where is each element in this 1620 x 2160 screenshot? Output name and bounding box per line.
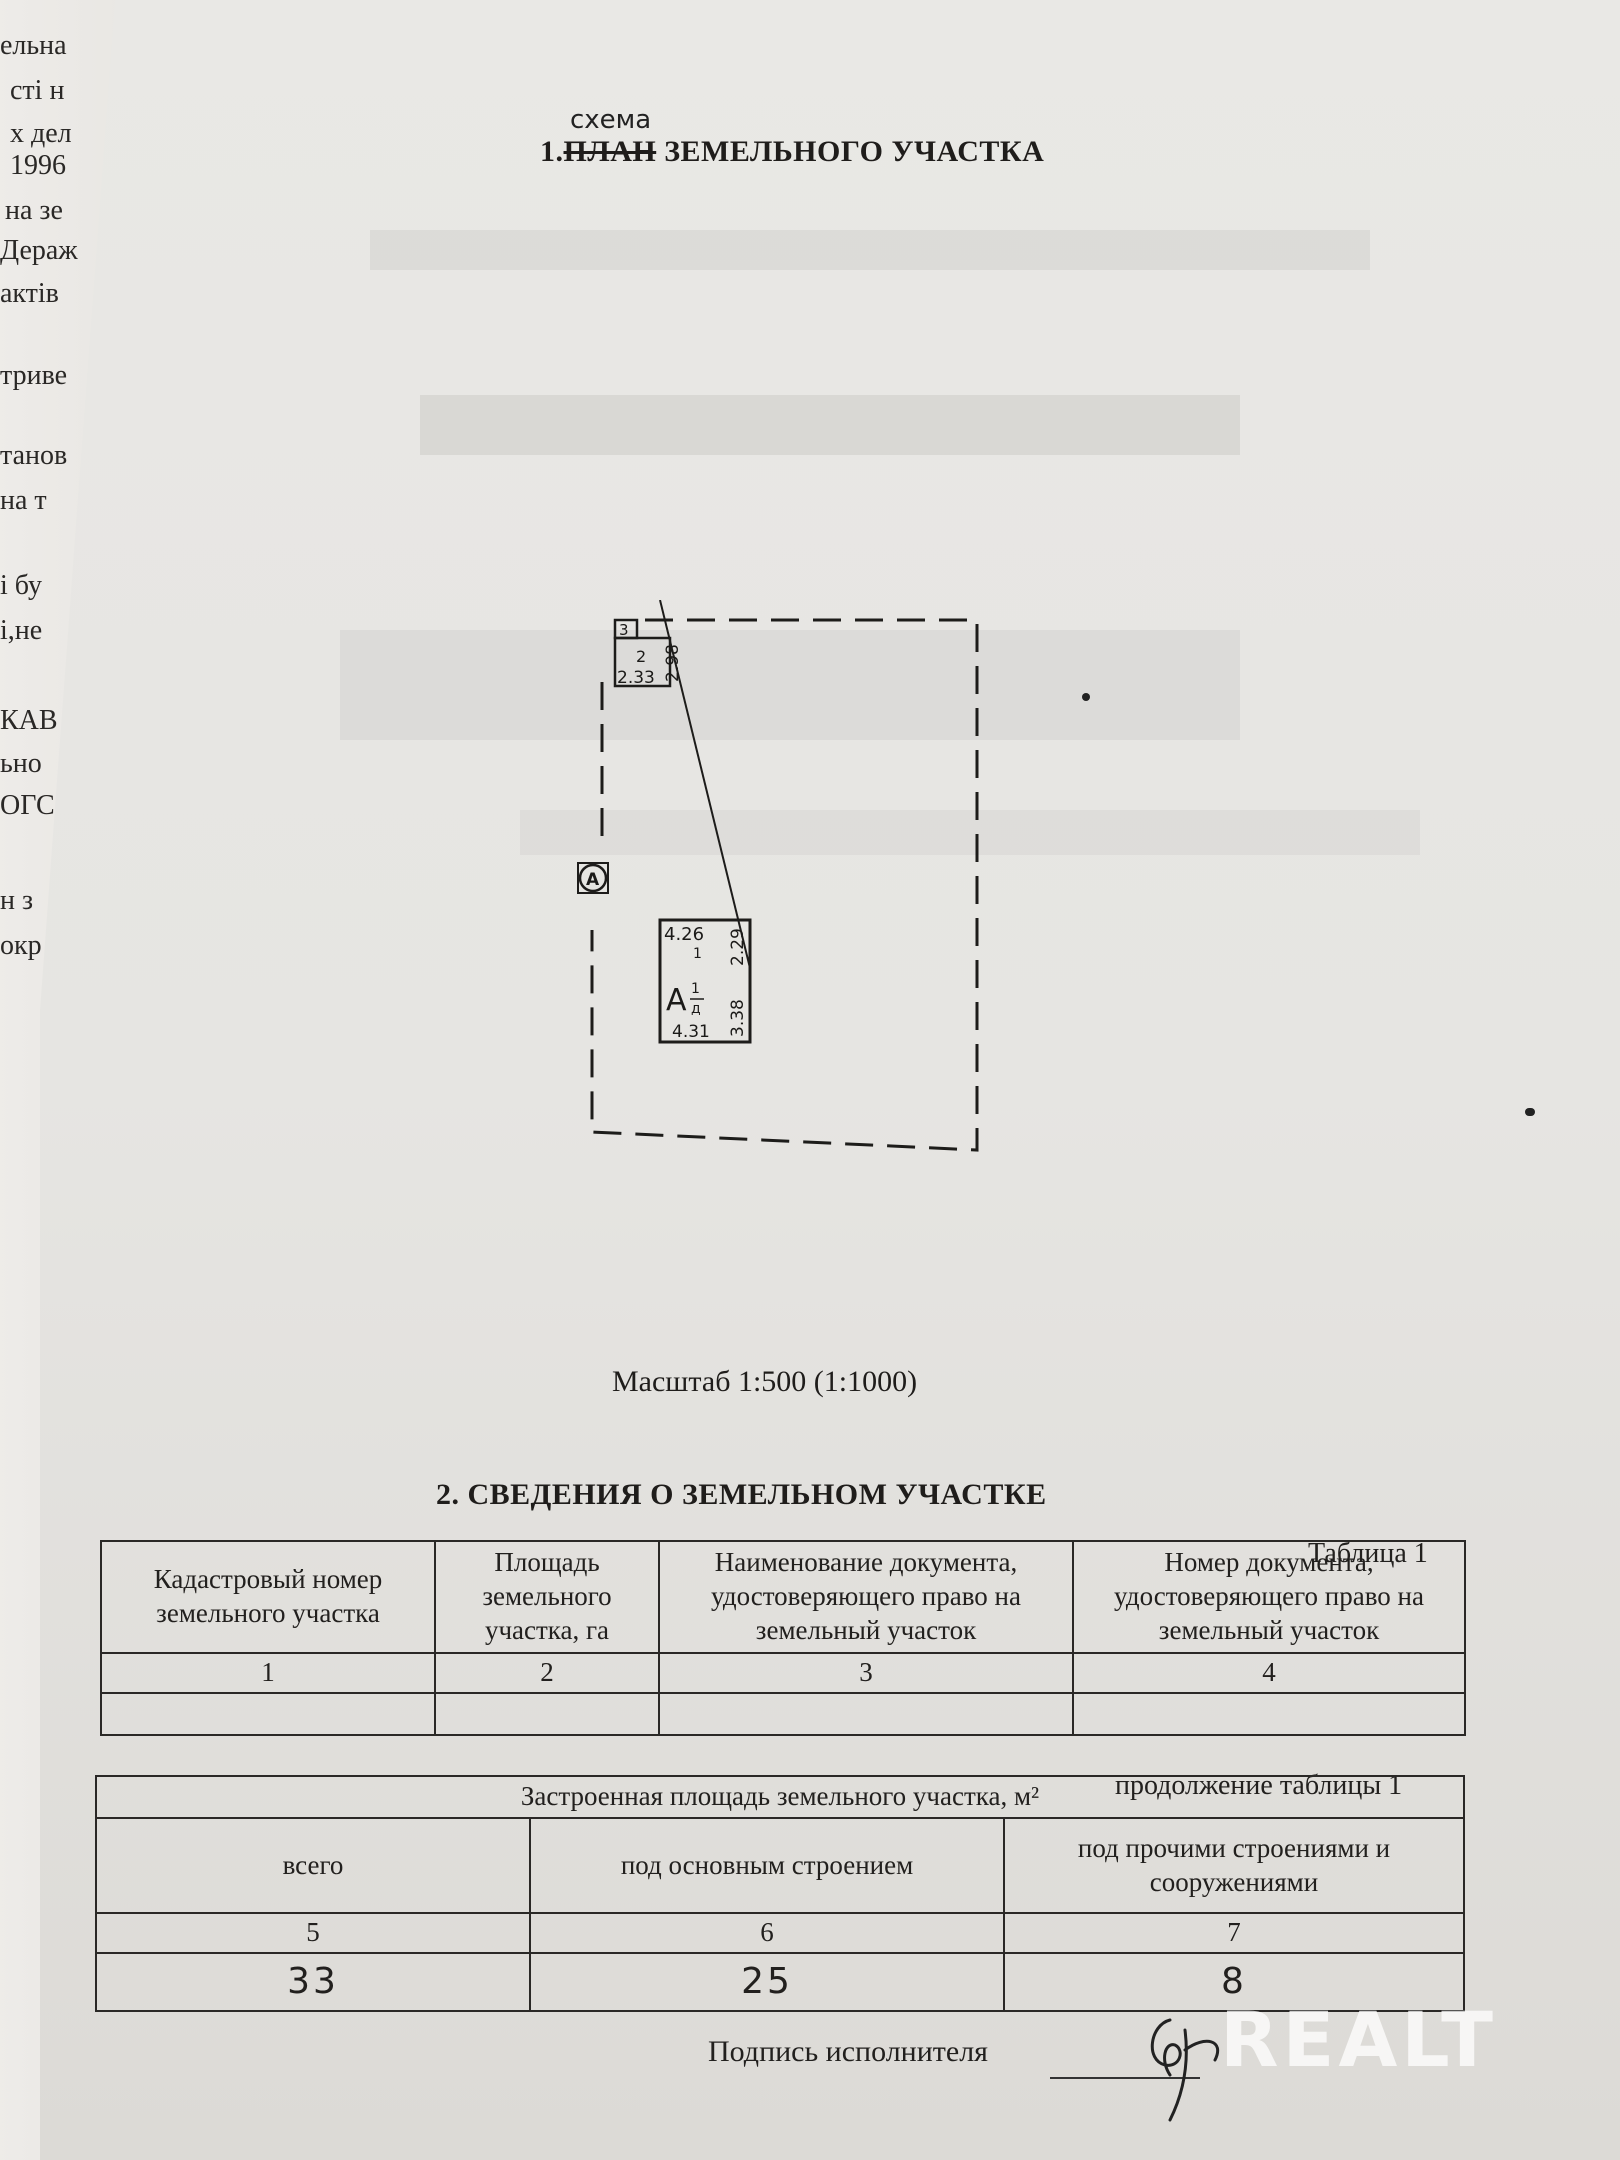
building-2 xyxy=(613,636,672,688)
main-building xyxy=(658,918,752,1044)
built-area-header: Застроенная площадь земельного участка, … xyxy=(95,1775,1465,1819)
realt-watermark: REALT xyxy=(1220,1995,1497,2084)
section2-title: 2. СВЕДЕНИЯ О ЗЕМЕЛЬНОМ УЧАСТКЕ xyxy=(436,1478,1047,1511)
marker-a-circle xyxy=(578,863,608,893)
built-area-header-text: Застроенная площадь земельного участка, … xyxy=(520,1781,1040,1812)
underlying-text-line: ельна xyxy=(0,30,67,61)
underlying-text-line: ьно xyxy=(0,748,42,779)
signature-label: Подпись исполнителя xyxy=(708,2035,988,2068)
column-header: под прочими строениями и сооружениями xyxy=(1003,1817,1465,1914)
main-building-right-dim-top: 2.29 xyxy=(728,928,748,966)
column-header: всего xyxy=(95,1817,531,1914)
underlying-text-line: сті н xyxy=(10,75,65,106)
show-through-band xyxy=(340,630,1240,740)
lot-boundary xyxy=(590,618,979,1152)
column-number: 1 xyxy=(100,1652,436,1694)
struck-word: ПЛАН xyxy=(563,135,657,168)
main-building-bottom-dim: 4.31 xyxy=(672,1022,710,1042)
handwritten-correction: схема xyxy=(570,105,652,135)
show-through-band xyxy=(520,810,1420,855)
underlying-text-line: і бу xyxy=(0,570,42,601)
point-mark xyxy=(1525,1108,1535,1116)
built-area-table: Застроенная площадь земельного участка, … xyxy=(95,1775,1465,2012)
underlying-text-line: н з xyxy=(0,885,34,916)
land-info-table: Кадастровый номер земельного участка Пло… xyxy=(100,1540,1466,1736)
main-building-label-sup: 1 xyxy=(691,981,700,997)
table-cell xyxy=(658,1691,1074,1736)
table-cell xyxy=(434,1691,660,1736)
main-building-top-dim: 4.26 xyxy=(664,924,704,945)
underlying-text-line: КАВ xyxy=(0,705,58,736)
site-plan: 3 2 2.33 2.98 A 4.26 1 2.29 А 1 д 3.38 4… xyxy=(577,600,979,1152)
column-header: Наименование документа, удостоверяющего … xyxy=(658,1540,1074,1654)
building-3-label: 3 xyxy=(619,621,629,639)
column-number: 5 xyxy=(95,1912,531,1954)
underlying-text-line: танов xyxy=(0,440,68,471)
column-header: под основным строением xyxy=(529,1817,1005,1914)
column-number: 7 xyxy=(1003,1912,1465,1954)
marker-a-frame xyxy=(577,862,609,894)
column-number: 6 xyxy=(529,1912,1005,1954)
column-header: Номер документа, удостоверяющего право н… xyxy=(1072,1540,1466,1654)
table-cell xyxy=(100,1691,436,1736)
building-2-bottom-dim: 2.33 xyxy=(617,668,655,688)
underlying-text-line: окр xyxy=(0,930,42,961)
scale-text: Масштаб 1:500 (1:1000) xyxy=(612,1365,918,1398)
point-mark xyxy=(1082,693,1090,701)
table-cell xyxy=(1072,1691,1466,1736)
main-building-label-sub: д xyxy=(691,1001,701,1017)
underlying-text-line: триве xyxy=(0,360,68,391)
main-building-right-dim-bottom: 3.38 xyxy=(728,999,748,1037)
main-building-divider xyxy=(659,600,751,969)
section1-title: 1.ПЛАН ЗЕМЕЛЬНОГО УЧАСТКА xyxy=(540,135,1044,169)
underlying-text-line: на т xyxy=(0,485,47,516)
underlying-text-line: Дераж xyxy=(0,235,78,266)
column-header: Площадь земельного участка, га xyxy=(434,1540,660,1654)
building-2-label: 2 xyxy=(636,647,646,666)
underlying-text-line: і,не xyxy=(0,615,43,646)
underlying-text-line: актів xyxy=(0,278,59,309)
section1-number: 1. xyxy=(540,135,564,168)
column-number: 4 xyxy=(1072,1652,1466,1694)
underlying-text-line: х дел xyxy=(10,118,72,149)
column-number: 2 xyxy=(434,1652,660,1694)
column-number: 3 xyxy=(658,1652,1074,1694)
handwritten-signature xyxy=(1150,2018,1220,2122)
signature-line xyxy=(1050,2077,1200,2079)
marker-a-label: A xyxy=(586,870,600,890)
main-building-room: 1 xyxy=(693,946,702,962)
main-building-area: 25 xyxy=(529,1951,1005,2012)
total-built-area: 33 xyxy=(95,1951,531,2012)
section1-title-rest: ЗЕМЕЛЬНОГО УЧАСТКА xyxy=(664,135,1045,168)
underlying-text-line: ОГС xyxy=(0,790,55,821)
underlying-text-line: на зе xyxy=(5,195,63,226)
show-through-band xyxy=(420,395,1240,455)
main-building-label: А xyxy=(666,983,687,1018)
show-through-band xyxy=(370,230,1370,270)
column-header: Кадастровый номер земельного участка xyxy=(100,1540,436,1654)
underlying-text-line: 1996 xyxy=(10,150,66,181)
other-structures-area: 8 xyxy=(1003,1951,1465,2012)
